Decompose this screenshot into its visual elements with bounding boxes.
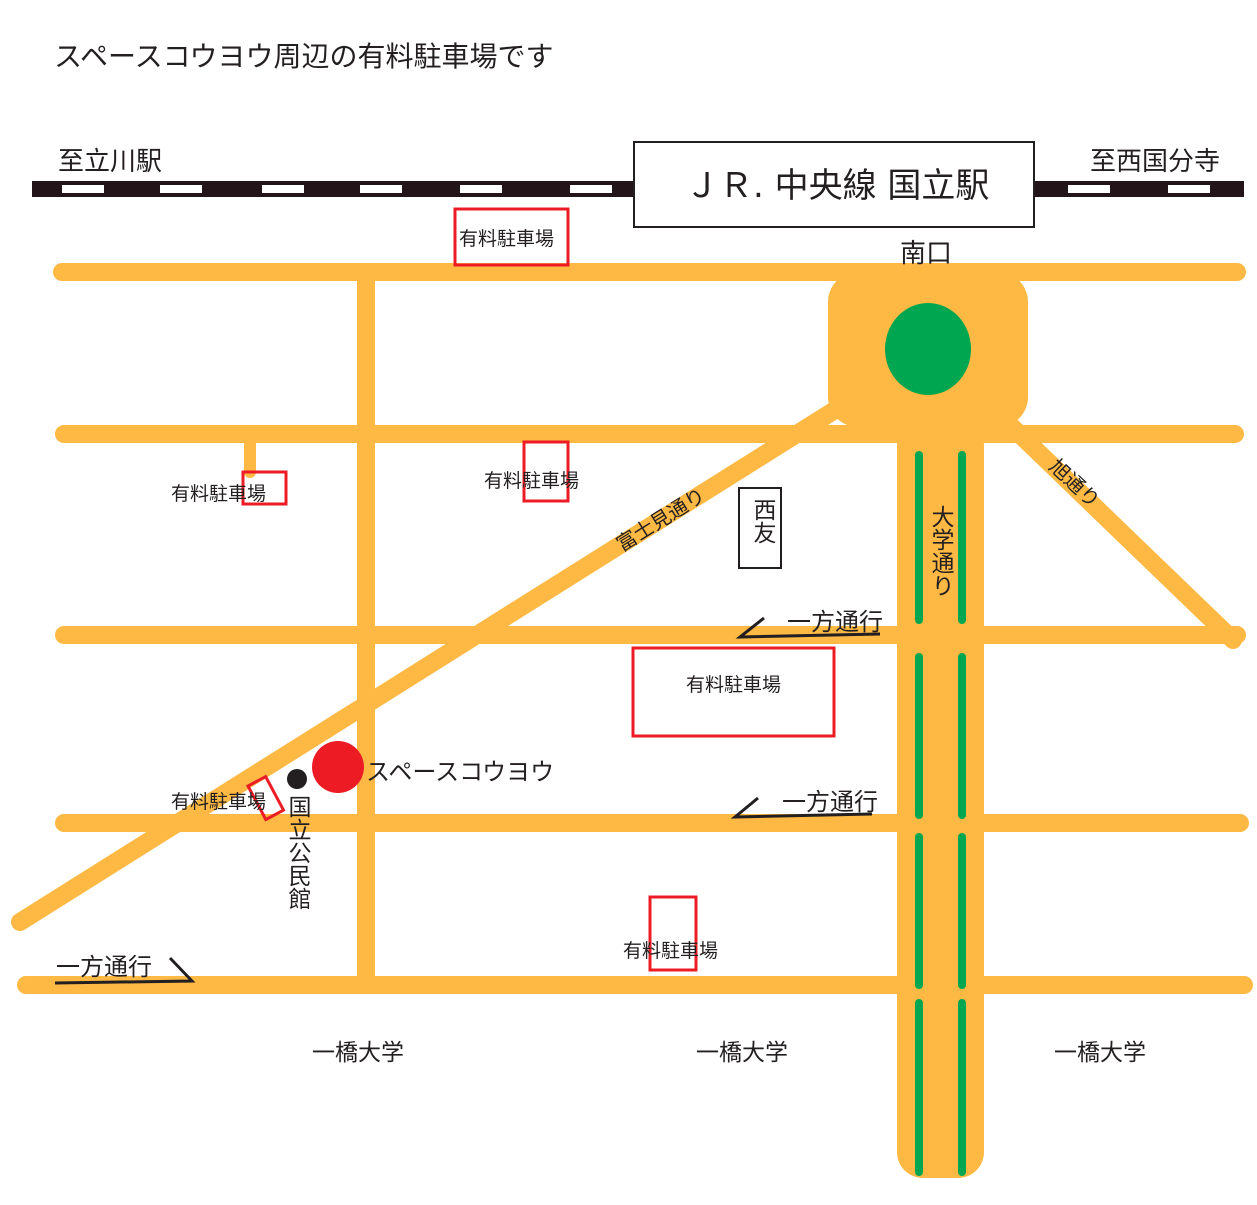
station-label: ＪＲ. 中央線 国立駅 [685, 166, 989, 206]
svg-text:一方通行: 一方通行 [787, 608, 883, 636]
svg-text:有料駐車場: 有料駐車場 [171, 483, 266, 505]
hitotsubashi-label-2: 一橋大学 [696, 1040, 788, 1066]
parking-lot-6: 有料駐車場 [623, 895, 718, 972]
asahi-dori [1001, 416, 1242, 649]
space-koyo-label: スペースコウヨウ [366, 758, 554, 786]
svg-text:有料駐車場: 有料駐車場 [686, 674, 781, 696]
map-title: スペースコウヨウ周辺の有料駐車場です [54, 40, 554, 73]
daigaku-dori-label: 大学通り [927, 505, 955, 597]
asahi-dori-label: 旭通り [1045, 454, 1105, 512]
svg-text:一方通行: 一方通行 [782, 788, 878, 816]
seiyu-box [738, 487, 782, 569]
kominkan-label: 国立公民館 [284, 795, 312, 910]
parking-lot-2: 有料駐車場 [171, 470, 288, 506]
seiyu-label: 西友 [749, 498, 777, 544]
to-nishikokubunji-label: 至西国分寺 [1090, 147, 1220, 177]
svg-text:一方通行: 一方通行 [56, 953, 152, 981]
parking-lot-5: 有料駐車場 [171, 774, 286, 822]
svg-text:有料駐車場: 有料駐車場 [623, 940, 718, 962]
oneway-marker-2: 一方通行 [730, 788, 878, 819]
fujimi-dori-label: 富士見通り [612, 483, 710, 556]
oneway-marker-1: 一方通行 [735, 608, 883, 639]
to-tachikawa-label: 至立川駅 [58, 147, 162, 177]
fujimi-dori [11, 401, 844, 931]
hitotsubashi-label-3: 一橋大学 [1054, 1040, 1146, 1066]
svg-text:有料駐車場: 有料駐車場 [171, 791, 266, 813]
station-box [633, 141, 1035, 228]
daigaku-dori-greenbelt [915, 451, 966, 1176]
parking-lot-4: 有料駐車場 [631, 646, 836, 738]
svg-text:有料駐車場: 有料駐車場 [459, 228, 554, 250]
south-exit-label: 南口 [900, 239, 952, 269]
svg-text:有料駐車場: 有料駐車場 [484, 470, 579, 492]
hitotsubashi-label-1: 一橋大学 [312, 1040, 404, 1066]
kominkan-marker [287, 769, 307, 789]
oneway-marker-3: 一方通行 [54, 953, 196, 985]
station-roundabout-circle [885, 303, 971, 395]
parking-lot-3: 有料駐車場 [484, 440, 579, 503]
parking-lot-1: 有料駐車場 [453, 207, 570, 267]
space-koyo-marker [312, 741, 364, 793]
